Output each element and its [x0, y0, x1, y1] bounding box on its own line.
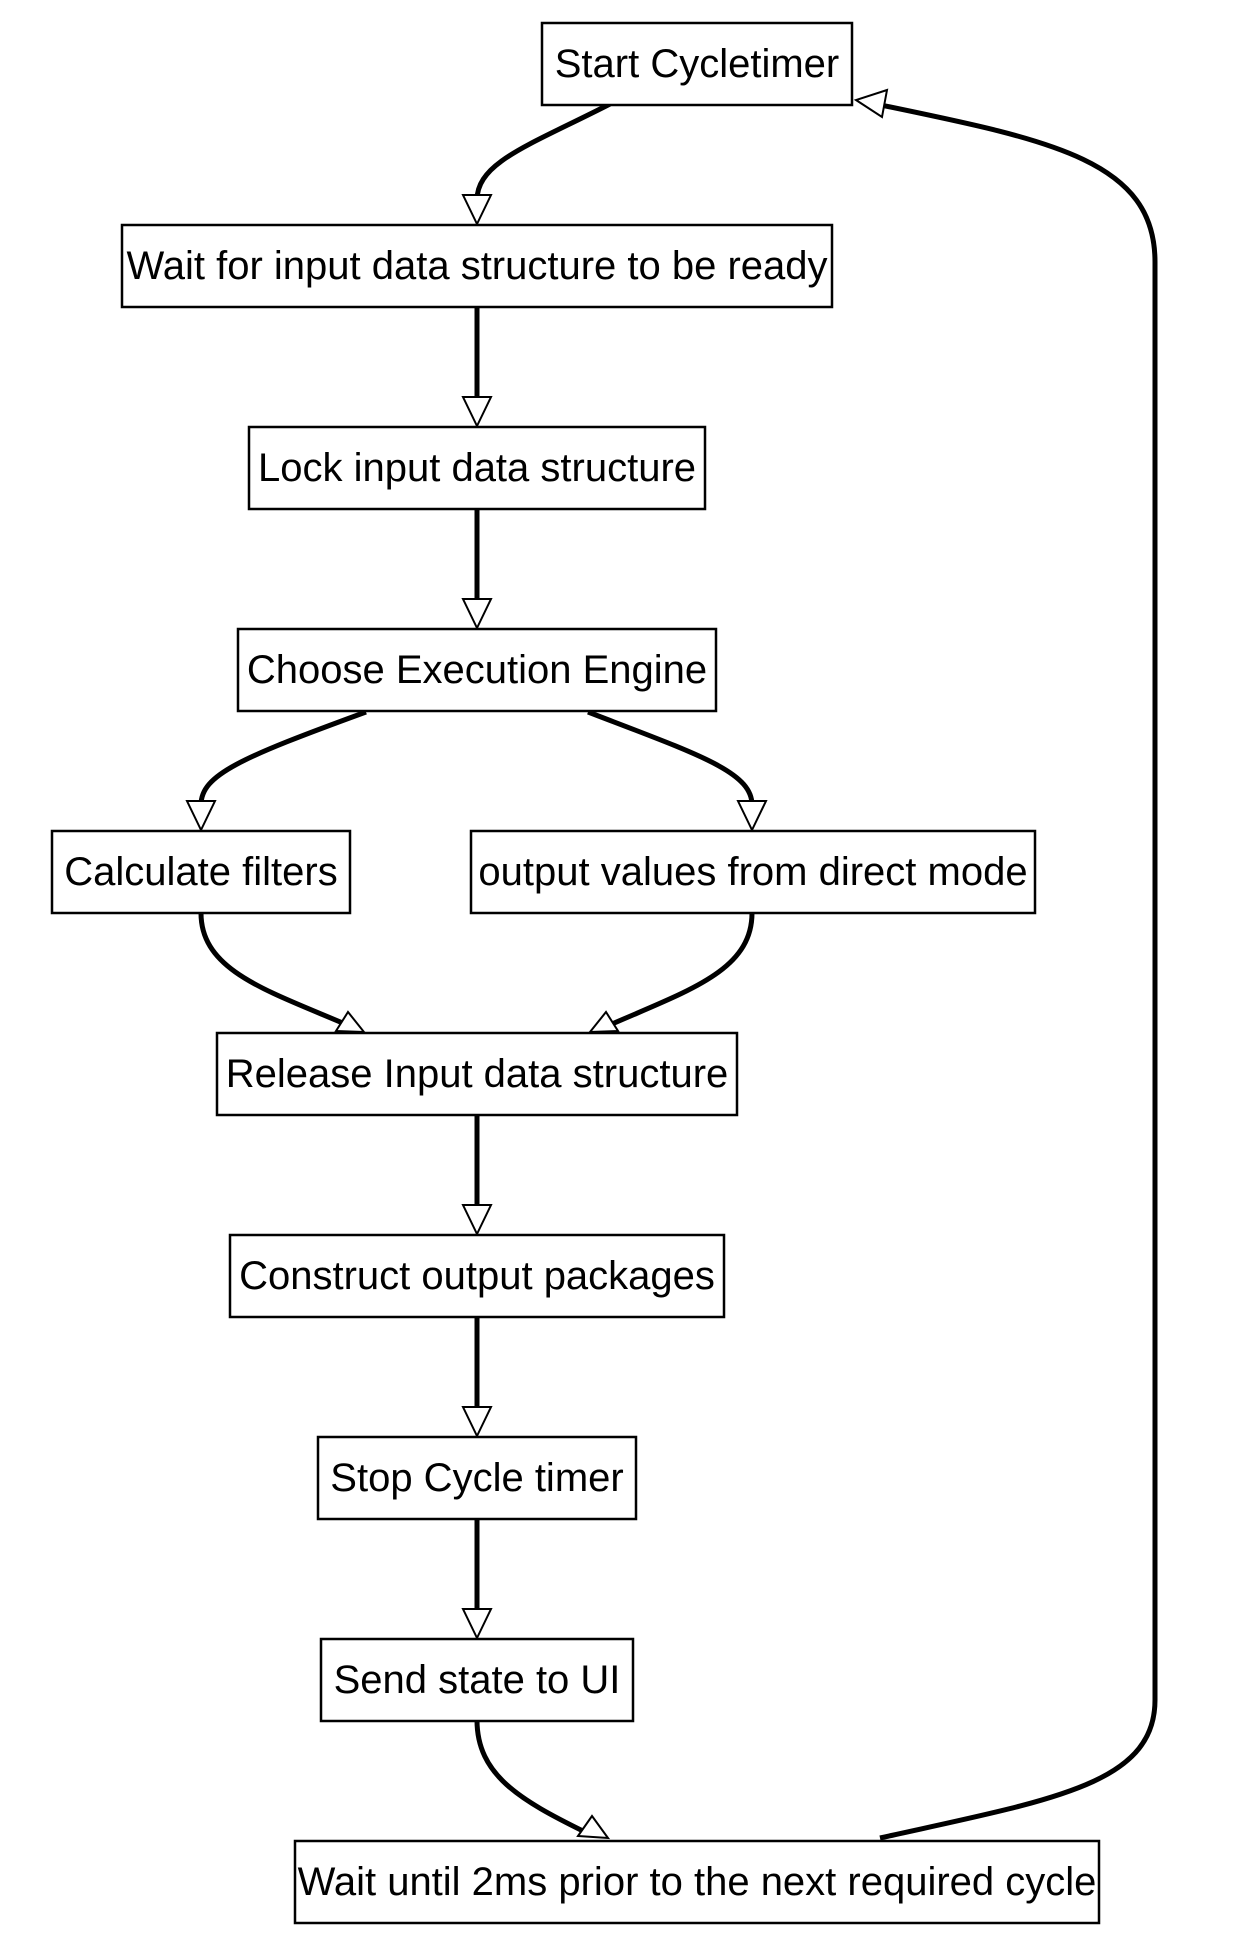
arrowhead-construct: [461, 1204, 493, 1237]
edge-send-to-wait-cycle: [474, 1719, 587, 1835]
node-label: Choose Execution Engine: [247, 648, 707, 692]
node-label: Send state to UI: [334, 1658, 621, 1702]
node-release: Release Input data structure: [215, 1031, 739, 1117]
node-label: Stop Cycle timer: [330, 1456, 623, 1500]
node-start: Start Cycletimer: [540, 21, 854, 107]
edge-calc-to-release: [198, 912, 346, 1027]
arrowhead-calc: [185, 800, 217, 833]
edge-choose-to-calc: [198, 709, 367, 806]
arrowhead-send: [461, 1608, 493, 1641]
arrowhead-release-right: [587, 1010, 620, 1034]
node-choose: Choose Execution Engine: [236, 627, 718, 713]
node-label: Construct output packages: [239, 1254, 715, 1298]
node-calc: Calculate filters: [50, 829, 352, 915]
node-label: Calculate filters: [64, 850, 337, 894]
node-label: output values from direct mode: [478, 850, 1027, 894]
arrowhead-start: [853, 88, 889, 119]
arrowhead-stop: [461, 1406, 493, 1439]
node-label: Wait until 2ms prior to the next require…: [298, 1860, 1097, 1904]
node-label: Start Cycletimer: [555, 42, 840, 86]
arrowhead-direct: [736, 800, 768, 833]
arrowhead-lock: [461, 396, 493, 429]
node-label: Lock input data structure: [258, 446, 696, 490]
arrowhead-wait-input: [461, 194, 493, 227]
arrowhead-wait-cycle: [576, 1814, 611, 1840]
edge-choose-to-direct: [587, 709, 755, 806]
arrowhead-release-left: [334, 1010, 367, 1034]
arrowhead-choose: [461, 598, 493, 631]
edge-wait-cycle-to-start: [875, 101, 1158, 1841]
arrowheads: [185, 88, 889, 1840]
node-stop: Stop Cycle timer: [316, 1435, 638, 1521]
edge-direct-to-release: [611, 912, 755, 1027]
node-wait-input: Wait for input data structure to be read…: [120, 223, 834, 309]
node-send: Send state to UI: [319, 1637, 635, 1723]
node-direct: output values from direct mode: [469, 829, 1037, 915]
edge-start-to-wait-input: [474, 101, 612, 201]
edges: [198, 101, 1158, 1841]
node-wait-cycle: Wait until 2ms prior to the next require…: [293, 1839, 1101, 1925]
node-construct: Construct output packages: [228, 1233, 726, 1319]
node-label: Release Input data structure: [226, 1052, 729, 1096]
node-lock: Lock input data structure: [247, 425, 707, 511]
node-label: Wait for input data structure to be read…: [126, 244, 827, 288]
